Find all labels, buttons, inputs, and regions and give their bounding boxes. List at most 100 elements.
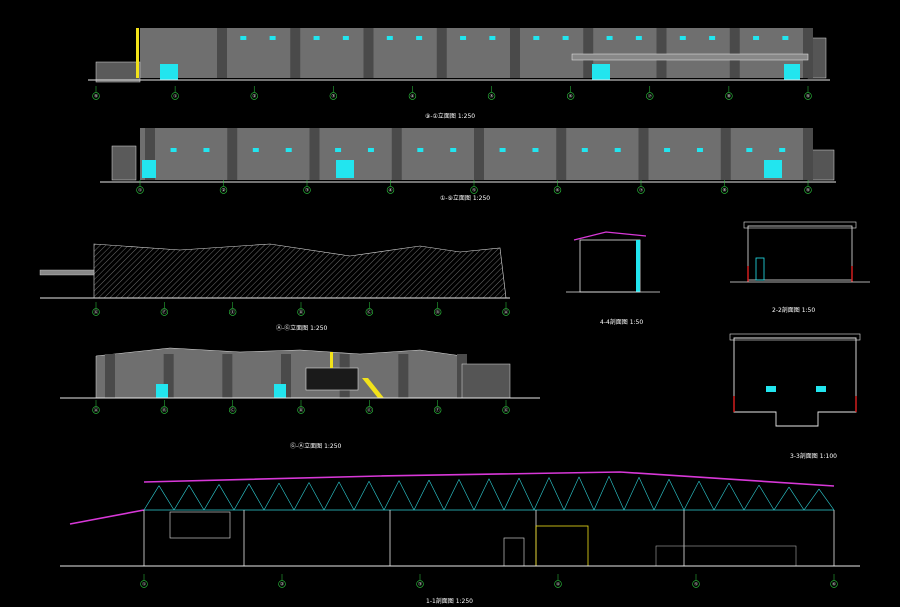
axis-label: Ⓓ (299, 309, 304, 316)
elevation-top-left-annex (95, 61, 141, 83)
axis-label: ④ (556, 582, 560, 588)
axis-bubble (408, 92, 417, 100)
axis-bubble (136, 186, 144, 194)
axis-bubble (553, 186, 562, 194)
axis-bubble (228, 406, 237, 414)
axis-bubble (566, 92, 575, 100)
axis-bubble (487, 92, 496, 100)
window (367, 148, 374, 152)
axis-label: ④ (388, 188, 392, 194)
axis-bubble (92, 308, 100, 316)
axis-label: Ⓒ (367, 309, 372, 316)
window (342, 36, 349, 40)
window (562, 36, 569, 40)
window (252, 148, 259, 152)
end-elevation-second-door (156, 384, 168, 398)
window (335, 148, 342, 152)
axis-bubble (171, 92, 179, 100)
truss-web (428, 479, 445, 511)
window (240, 36, 247, 40)
axis-bubble (329, 92, 338, 100)
axis-bubble (297, 406, 305, 414)
truss-web (323, 481, 340, 511)
axis-bubble (804, 92, 812, 100)
truss-web (143, 485, 160, 511)
axis-bubble (160, 308, 169, 316)
window (746, 148, 753, 152)
section-1-1-truss (143, 476, 835, 511)
window (313, 36, 320, 40)
axis-label: Ⓑ (162, 407, 167, 414)
elevation-second-title: ①-⑨立面图 1:250 (440, 194, 490, 202)
truss-web (308, 482, 325, 511)
axis-label: Ⓖ (504, 407, 509, 414)
section-1-1-interior-block (169, 511, 231, 539)
axis-bubble (433, 308, 442, 316)
axis-label: ③ (418, 582, 422, 588)
axis-label: ④ (410, 94, 414, 100)
axis-bubble (140, 580, 148, 588)
axis-bubble (470, 186, 478, 194)
pier (309, 128, 320, 180)
truss-web (248, 483, 265, 511)
axis-label: ⑤ (472, 188, 476, 194)
pier (556, 128, 567, 180)
end-elevation-second-stair (362, 378, 384, 398)
pier (583, 28, 594, 78)
section-1-1-stair (503, 537, 525, 567)
truss-web (218, 484, 235, 511)
elevation-second-windows (170, 148, 786, 152)
pier (720, 128, 731, 180)
elevation-top-title: ⑨-①立面图 1:250 (425, 112, 475, 120)
window (614, 148, 621, 152)
section-4-4-outline (579, 239, 641, 293)
truss-web (368, 481, 385, 511)
axis-bubble (160, 406, 169, 414)
axis-label: ⑤ (490, 94, 494, 100)
end-elevation-hatched-wall (93, 243, 507, 299)
window (606, 36, 613, 40)
pier (638, 128, 649, 180)
truss-web (653, 479, 670, 511)
pier (163, 354, 174, 398)
truss-web (518, 477, 535, 511)
truss-web (578, 476, 595, 511)
truss-web (413, 479, 430, 511)
elevation-top-piers (217, 28, 813, 78)
window (782, 36, 789, 40)
axis-label: ③ (331, 94, 335, 100)
pier (290, 28, 301, 78)
elevation-top-canopy (571, 53, 809, 61)
axis-label: ② (221, 188, 225, 194)
truss-web (233, 483, 250, 511)
window (285, 148, 292, 152)
window (417, 148, 424, 152)
truss-web (158, 485, 175, 511)
axis-label: ① (142, 582, 146, 588)
pier (281, 354, 291, 398)
window (533, 36, 540, 40)
window (203, 148, 210, 152)
axis-label: Ⓕ (162, 309, 167, 316)
axis-label: ⑥ (832, 582, 836, 588)
axis-bubble (804, 186, 812, 194)
pier (217, 28, 227, 78)
truss-web (353, 481, 370, 511)
section-2-2-outline (747, 225, 853, 281)
pier (105, 354, 115, 398)
end-elevation-second-door (274, 384, 286, 398)
window (386, 36, 393, 40)
truss-web (383, 480, 400, 511)
axis-bubble (365, 308, 374, 316)
truss-web (608, 476, 625, 511)
elevation-second-piers (145, 128, 813, 180)
truss-web (623, 477, 640, 511)
truss-web (698, 481, 715, 511)
truss-web (533, 477, 550, 511)
section-2-2-roof (743, 221, 857, 229)
